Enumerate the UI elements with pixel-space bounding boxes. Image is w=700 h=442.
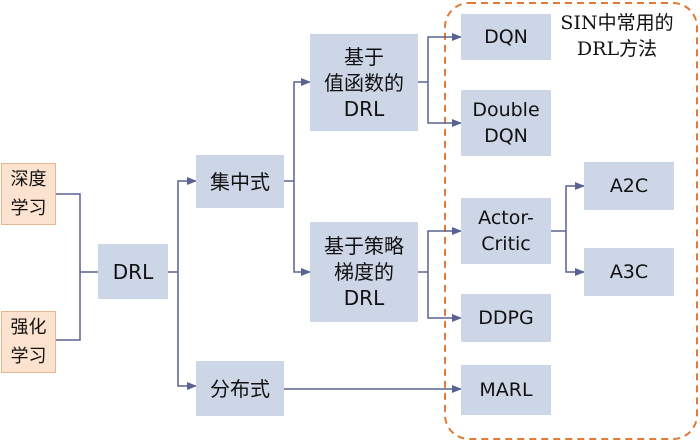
- node-double-dqn: Double DQN: [461, 90, 551, 156]
- connector-ac-a3c: [565, 231, 585, 276]
- node-ddpg-text: DDPG: [478, 307, 534, 329]
- node-marl: MARL: [461, 365, 551, 415]
- node-distributed: 分布式: [196, 361, 284, 416]
- node-deep-learning-text: 深度 学习: [10, 169, 47, 219]
- node-policy-gradient-drl: 基于策略 梯度的 DRL: [310, 222, 418, 322]
- connector-value-dqn: [427, 33, 462, 82]
- node-drl-text: DRL: [112, 259, 154, 284]
- node-deep-learning: 深度 学习: [1, 163, 56, 225]
- node-value-based-drl-text: 基于 值函数的 DRL: [324, 44, 404, 121]
- node-ddpg: DDPG: [461, 294, 551, 342]
- node-value-based-drl: 基于 值函数的 DRL: [310, 34, 418, 131]
- connector-policy-actor-critic: [427, 227, 462, 272]
- node-dqn-text: DQN: [484, 26, 528, 48]
- connector-rl-drl: [56, 271, 98, 341]
- connector-deep-learning-drl: [56, 193, 81, 272]
- connector-drl-distributed: [177, 272, 197, 390]
- node-dqn: DQN: [461, 14, 551, 60]
- node-a2c: A2C: [584, 162, 674, 210]
- methods-group-label: SIN中常用的 DRL方法: [560, 12, 674, 60]
- connector-centralized-policy: [293, 181, 311, 276]
- node-a3c: A3C: [584, 248, 674, 296]
- node-distributed-text: 分布式: [210, 376, 270, 401]
- node-policy-gradient-drl-text: 基于策略 梯度的 DRL: [324, 234, 404, 310]
- connector-ac-a2c: [565, 182, 585, 231]
- methods-group-boundary: [444, 2, 698, 440]
- node-actor-critic-text: Actor- Critic: [478, 207, 534, 255]
- node-centralized-text: 集中式: [210, 169, 270, 194]
- connector-value-double-dqn: [427, 82, 462, 127]
- node-marl-text: MARL: [479, 379, 533, 401]
- connector-centralized-value: [293, 78, 311, 181]
- connector-policy-ddpg: [427, 272, 462, 322]
- node-centralized: 集中式: [196, 155, 284, 208]
- node-reinforcement-learning-text: 强化 学习: [10, 317, 47, 367]
- node-a2c-text: A2C: [609, 175, 649, 197]
- node-drl: DRL: [98, 244, 168, 299]
- node-a3c-text: A3C: [609, 261, 649, 283]
- node-reinforcement-learning: 强化 学习: [1, 311, 56, 373]
- node-double-dqn-text: Double DQN: [472, 99, 540, 147]
- connector-drl-centralized: [177, 177, 197, 272]
- node-actor-critic: Actor- Critic: [461, 198, 551, 264]
